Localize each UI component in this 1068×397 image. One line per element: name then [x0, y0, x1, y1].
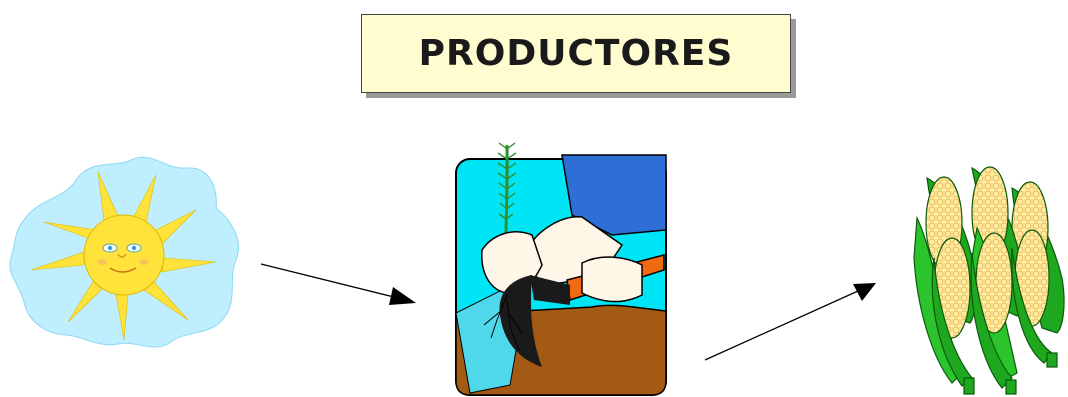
arrow-head-1 — [389, 287, 416, 305]
arrow-line-2 — [705, 291, 858, 360]
arrow-line-1 — [261, 264, 398, 298]
